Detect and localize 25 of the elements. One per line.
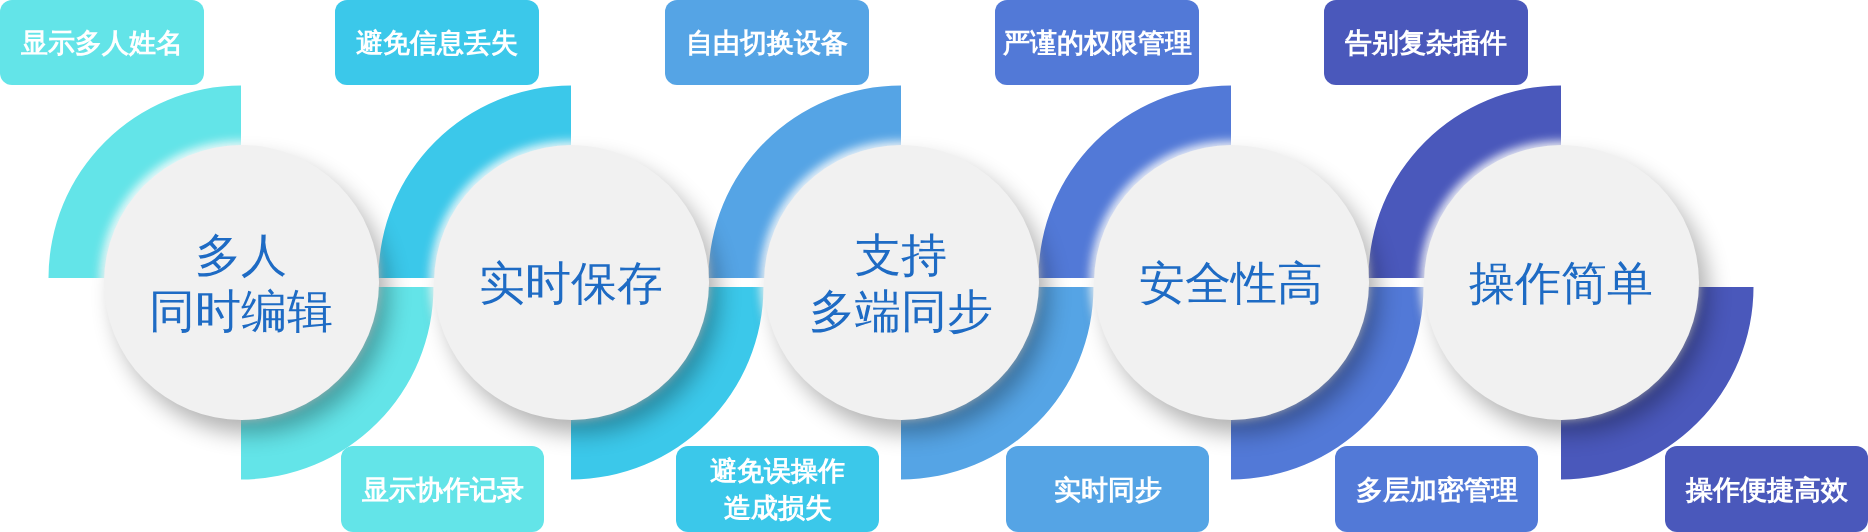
feature-tag	[665, 0, 869, 85]
tag-text: 多层加密管理	[1355, 472, 1518, 507]
feature-title: 多人同时编辑	[149, 226, 333, 339]
feature-tag	[341, 446, 544, 532]
feature-tag	[335, 0, 539, 85]
tag-text: 告别复杂插件	[1345, 26, 1507, 60]
feature-title: 操作简单	[1469, 254, 1653, 311]
tag-text: 避免误操作造成损失	[710, 454, 845, 525]
tag-text: 显示多人姓名	[21, 26, 183, 60]
feature-title: 安全性高	[1139, 254, 1323, 311]
tag-text: 显示协作记录	[361, 472, 524, 507]
feature-tag	[676, 446, 879, 532]
feature-tag	[1335, 446, 1538, 532]
tag-text: 自由切换设备	[686, 26, 848, 60]
feature-tag	[1006, 446, 1209, 532]
tag-text: 严谨的权限管理	[1002, 26, 1192, 60]
feature-tag	[995, 0, 1199, 85]
tag-text: 操作便捷高效	[1685, 472, 1848, 507]
feature-title: 支持多端同步	[809, 226, 993, 339]
feature-tag	[0, 0, 204, 85]
feature-tag	[1324, 0, 1528, 85]
tag-text: 实时同步	[1053, 472, 1162, 507]
tag-text: 避免信息丢失	[356, 26, 518, 60]
feature-title: 实时保存	[479, 254, 663, 311]
feature-tag	[1665, 446, 1868, 532]
